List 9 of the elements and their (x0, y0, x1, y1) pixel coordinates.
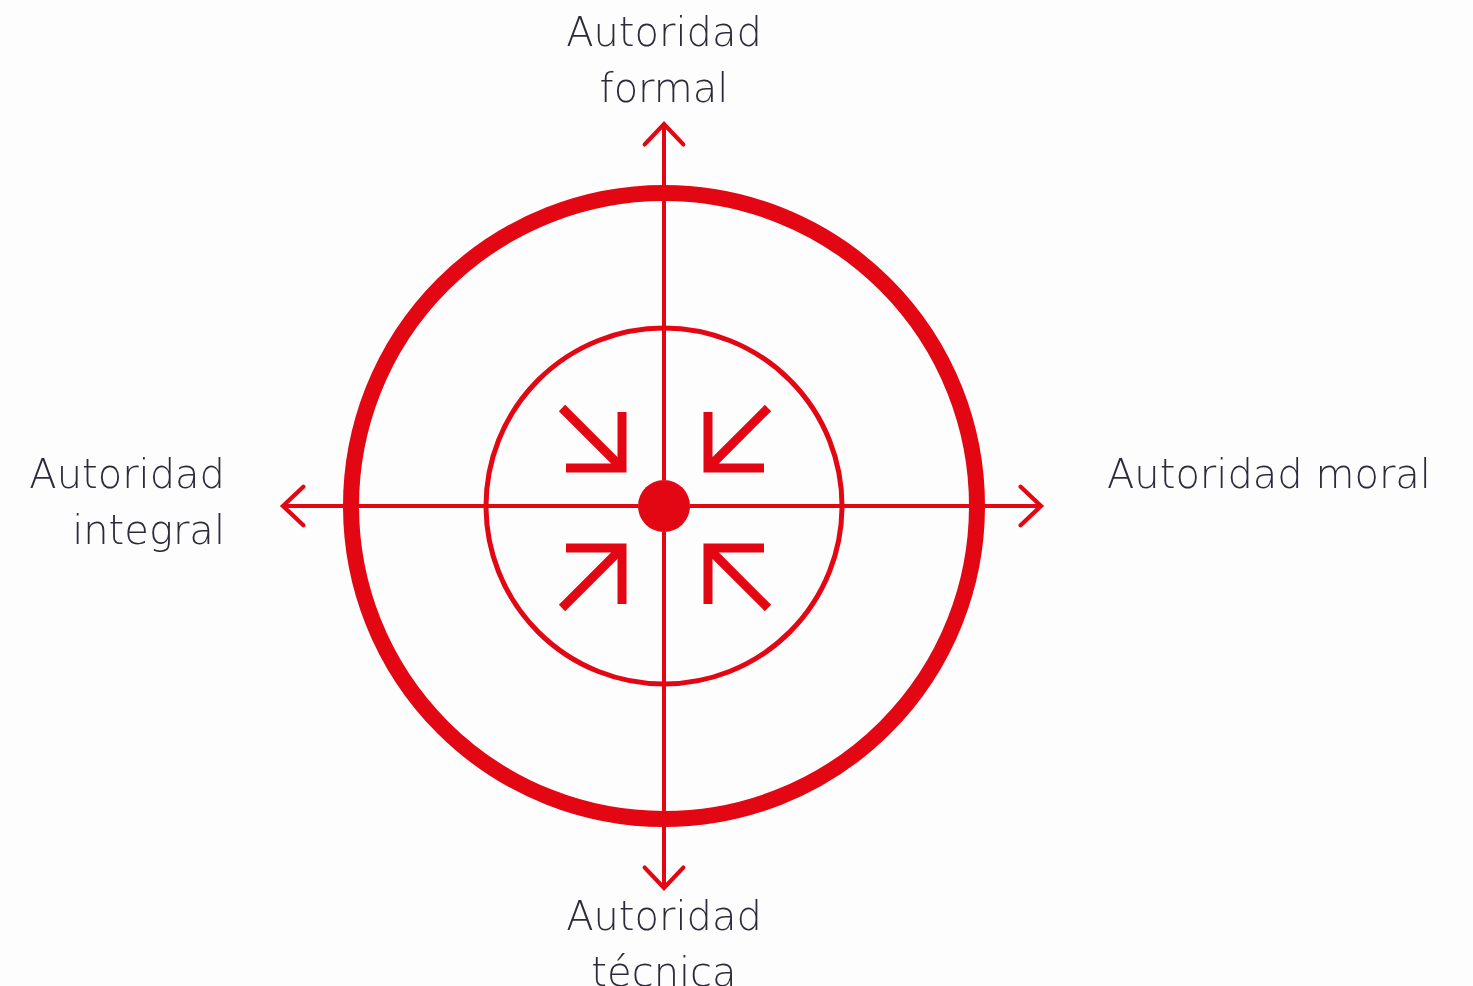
arrow (642, 121, 686, 480)
center-dot (638, 480, 690, 532)
axis-label: Autoridad moral (1107, 450, 1431, 499)
axis-label: Autoridad técnica (565, 892, 763, 986)
arrow (642, 532, 686, 891)
arrow (690, 484, 1044, 528)
axis-label: Autoridad formal (565, 8, 763, 113)
axis-label: Autoridad integral (28, 450, 225, 555)
arrow (280, 484, 638, 528)
